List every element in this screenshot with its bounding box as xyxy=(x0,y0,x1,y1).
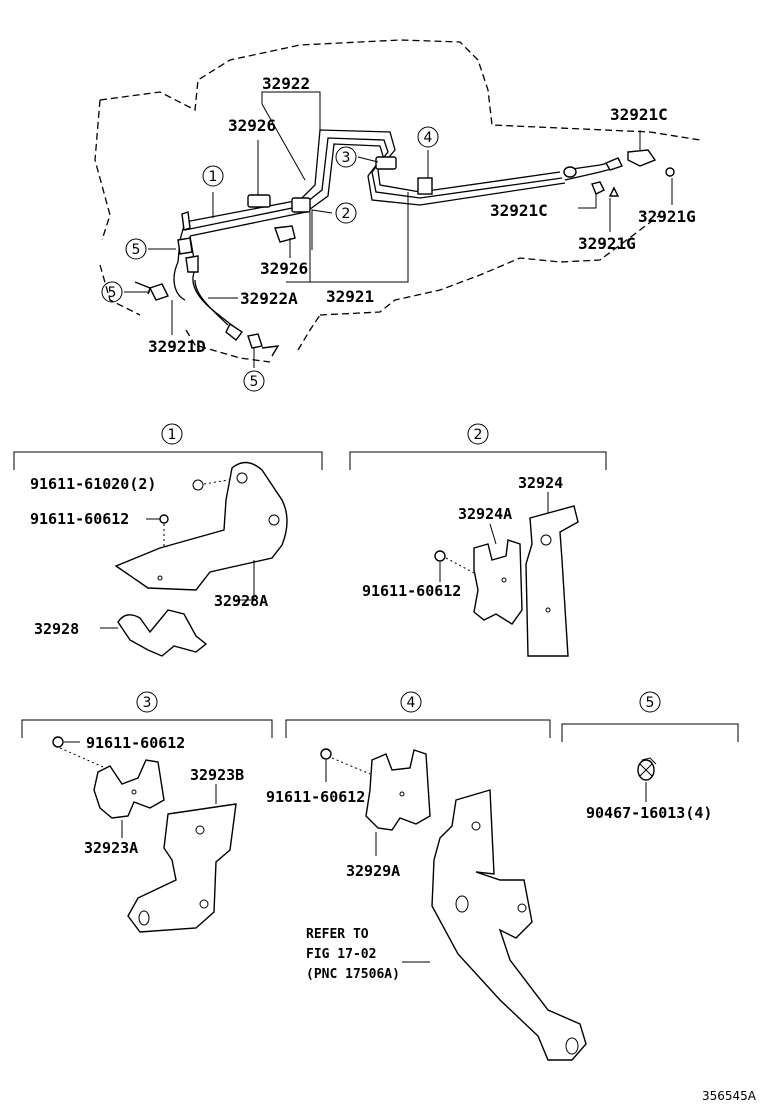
nut-icon xyxy=(320,748,332,760)
callout-2: 2 xyxy=(342,206,351,222)
bracket-32928A xyxy=(114,461,288,591)
callout-5c: 5 xyxy=(250,374,259,390)
leader-lines xyxy=(124,91,673,368)
section-3: 3 91611-60612 32923A 32923B xyxy=(21,691,273,933)
label-32926-top: 32926 xyxy=(228,116,276,135)
clip-icon xyxy=(637,757,657,781)
section-4-number: 4 xyxy=(407,695,416,711)
label-32926-bottom: 32926 xyxy=(260,259,308,278)
tube-fittings xyxy=(134,149,675,357)
section-5-number: 5 xyxy=(646,695,655,711)
s3-clamp-label: 32923A xyxy=(84,839,138,857)
nut-icon xyxy=(434,550,446,562)
s3-nut-label: 91611-60612 xyxy=(86,734,185,752)
clamp-32924A xyxy=(473,539,523,625)
clamp-32929A xyxy=(365,749,431,831)
callout-4: 4 xyxy=(424,130,433,146)
section-2-number: 2 xyxy=(474,427,483,443)
s1-bracket-label: 32928A xyxy=(214,592,268,610)
s4-ref-line2: FIG 17-02 xyxy=(306,947,376,962)
label-32921G-mid: 32921G xyxy=(578,234,636,253)
engine-outline xyxy=(94,39,701,363)
callout-1: 1 xyxy=(209,169,218,185)
label-32921C-mid: 32921C xyxy=(490,201,548,220)
bolt-icon xyxy=(192,479,204,491)
s3-bracket-label: 32923B xyxy=(190,766,244,784)
label-32921: 32921 xyxy=(326,287,374,306)
s5-clip-label: 90467-16013(4) xyxy=(586,804,712,822)
section-3-number: 3 xyxy=(143,695,152,711)
section-2: 2 32924 32924A 91611-60612 xyxy=(349,423,607,657)
s4-nut-label: 91611-60612 xyxy=(266,788,365,806)
s2-clamp-label: 32924A xyxy=(458,505,512,523)
callout-3: 3 xyxy=(342,150,351,166)
clamp-32923A xyxy=(93,759,165,819)
nut-icon xyxy=(159,514,169,524)
s2-bracket-label: 32924 xyxy=(518,474,563,492)
label-32921G-right: 32921G xyxy=(638,207,696,226)
bracket-32923B xyxy=(127,803,237,933)
clamp-32928 xyxy=(117,609,208,657)
s4-ref-line1: REFER TO xyxy=(306,927,369,942)
section-1-number: 1 xyxy=(168,427,177,443)
drawing-code: 356545A xyxy=(702,1089,757,1103)
label-32921C-right: 32921C xyxy=(610,105,668,124)
s1-clamp-label: 32928 xyxy=(34,620,79,638)
section-1: 1 91611-61020(2) 91611-60612 32928A 3292… xyxy=(13,423,323,657)
nut-icon xyxy=(52,736,64,748)
s4-ref-line3: (PNC 17506A) xyxy=(306,967,400,982)
label-32921D: 32921D xyxy=(148,337,206,356)
s4-clamp-label: 32929A xyxy=(346,862,400,880)
section-5: 5 90467-16013(4) xyxy=(561,691,739,822)
s1-nut-label: 91611-60612 xyxy=(30,510,129,528)
section-4: 4 91611-60612 32929A REFER TO FIG 17-02 … xyxy=(266,691,587,1061)
s2-nut-label: 91611-60612 xyxy=(362,582,461,600)
bracket-ref xyxy=(431,789,587,1061)
label-32922: 32922 xyxy=(262,74,310,93)
bracket-32924 xyxy=(525,505,579,657)
callout-5b: 5 xyxy=(108,285,117,301)
callout-5a: 5 xyxy=(132,242,141,258)
s1-bolt-label: 91611-61020(2) xyxy=(30,475,156,493)
callout-circles xyxy=(101,126,439,392)
label-32922A: 32922A xyxy=(240,289,298,308)
